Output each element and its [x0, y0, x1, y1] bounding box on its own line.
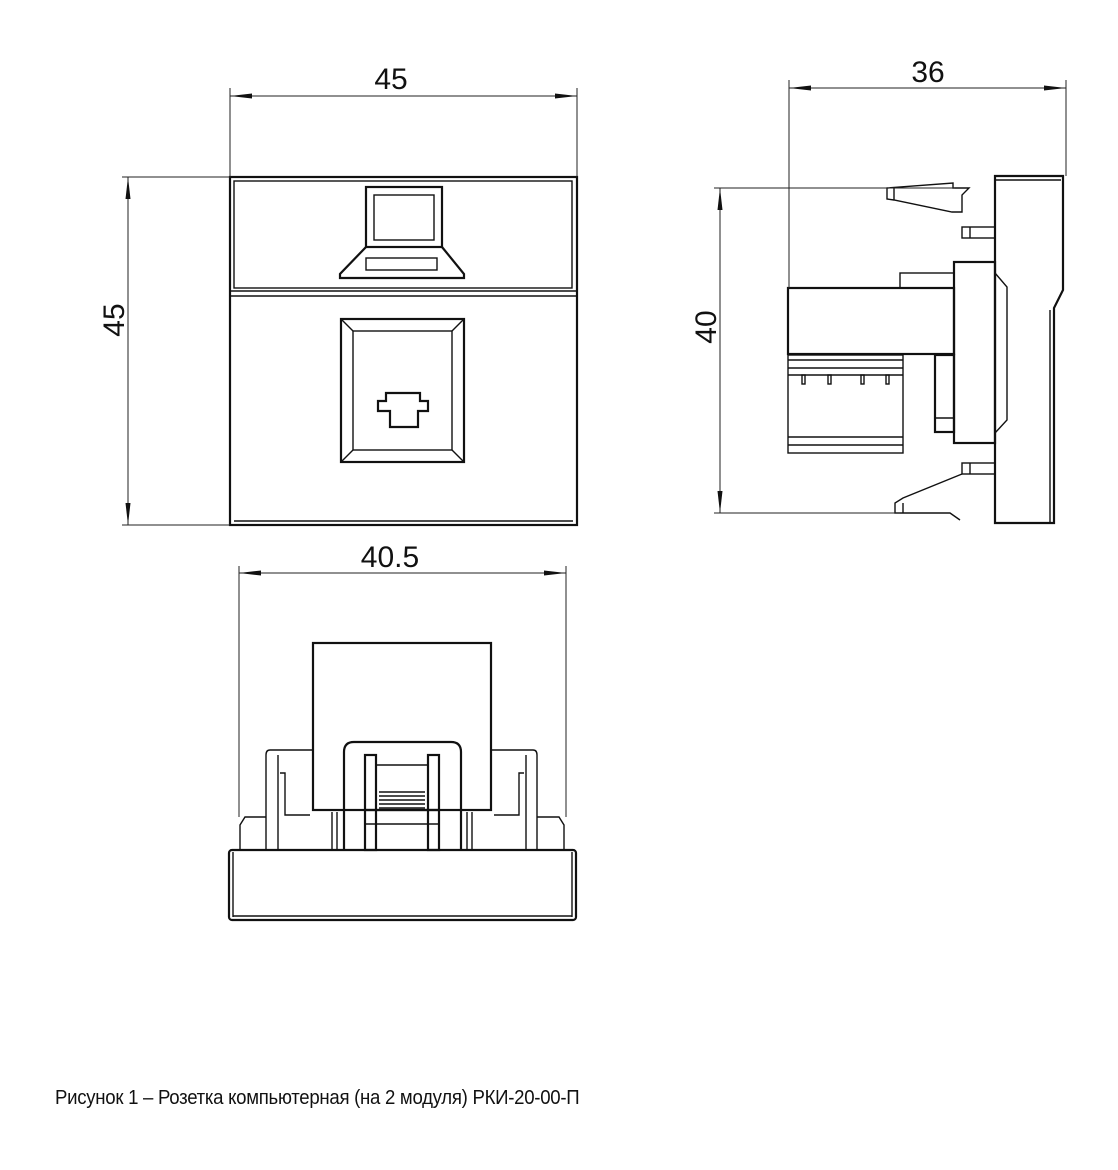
dimension-bottom-width: 40.5	[238, 541, 567, 817]
dimension-side-height: 40	[690, 187, 955, 514]
side-view	[786, 174, 1065, 525]
contact-pins	[801, 374, 890, 385]
dimension-label: 40	[690, 310, 723, 343]
rj45-port	[339, 317, 466, 464]
dimension-label: 45	[98, 303, 131, 336]
dimension-side-depth: 36	[788, 56, 1067, 288]
computer-icon	[338, 185, 466, 280]
dimension-front-width: 45	[229, 63, 578, 177]
dimension-label: 40.5	[361, 541, 419, 574]
front-view	[228, 175, 579, 527]
dimension-front-height: 45	[98, 176, 230, 526]
bottom-view	[227, 641, 578, 922]
figure-caption: Рисунок 1 – Розетка компьютерная (на 2 м…	[55, 1087, 580, 1109]
contact-lines	[379, 791, 425, 809]
dimension-label: 45	[374, 63, 407, 96]
dimension-label: 36	[911, 56, 944, 89]
